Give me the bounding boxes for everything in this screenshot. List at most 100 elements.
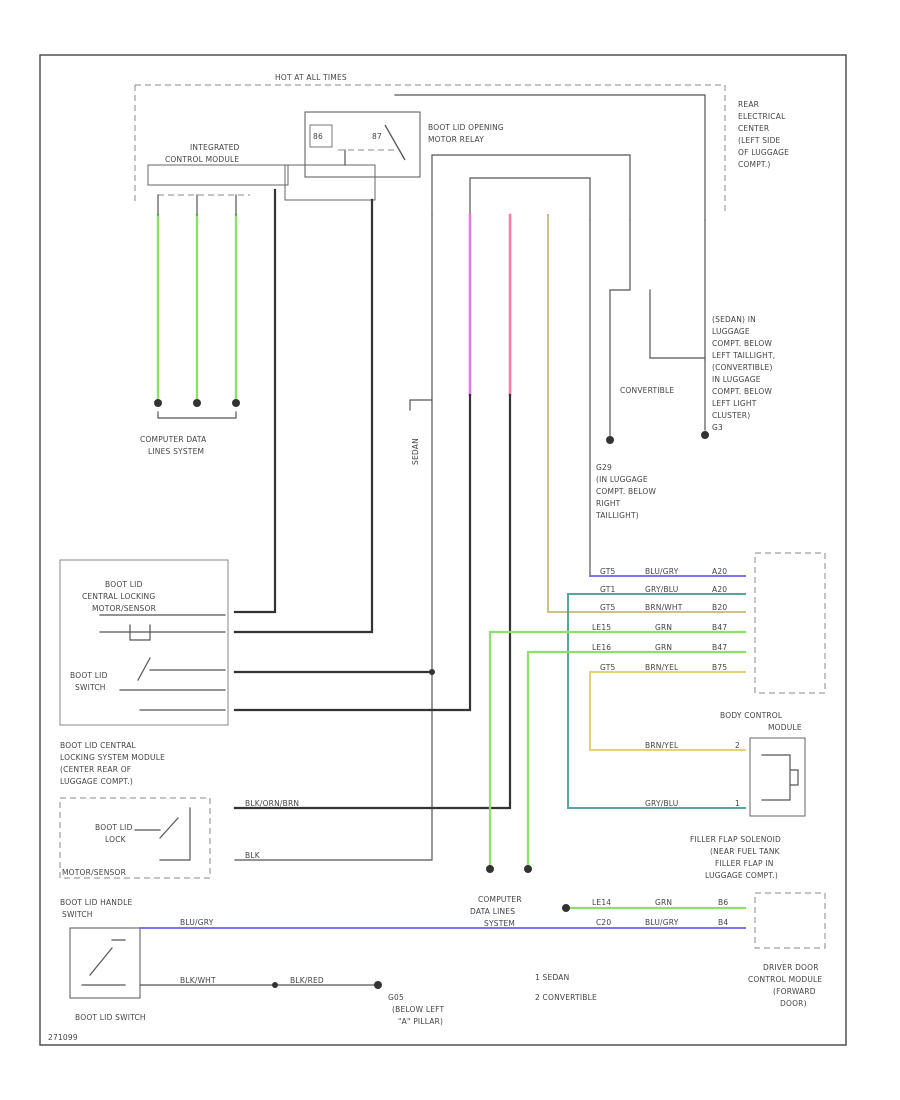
svg-text:FILLER FLAP IN: FILLER FLAP IN [715,859,774,868]
ground-splice-dot [272,982,278,988]
svg-text:CENTRAL LOCKING: CENTRAL LOCKING [82,592,155,601]
tan-wire [547,214,746,613]
data-lines-bottom-label: COMPUTER DATA LINES SYSTEM [470,895,522,928]
filler-teal-label: GRY/BLU [645,799,679,808]
bcm-green-wire-2 [526,650,747,867]
svg-text:(CENTER REAR OF: (CENTER REAR OF [60,765,131,774]
svg-text:LOCKING SYSTEM MODULE: LOCKING SYSTEM MODULE [60,753,165,762]
svg-text:(BELOW LEFT: (BELOW LEFT [392,1005,445,1014]
body-control-module-box [754,552,826,694]
filler-pin-1: 1 [735,799,740,808]
svg-text:"A" PILLAR): "A" PILLAR) [398,1017,443,1026]
ddcm-pin-c20: C20 [596,918,611,927]
svg-text:COMPT. BELOW: COMPT. BELOW [712,339,772,348]
rear-electrical-center-label: REAR ELECTRICAL CENTER (LEFT SIDE OF LUG… [738,100,789,169]
svg-text:(NEAR FUEL TANK: (NEAR FUEL TANK [710,847,781,856]
bcm-green-wire-1 [488,630,747,867]
svg-text:LOCK: LOCK [105,835,127,844]
hot-feed-label: HOT AT ALL TIMES [275,73,347,82]
pink-black-wire [233,393,512,810]
svg-text:CONTROL MODULE: CONTROL MODULE [748,975,822,984]
svg-text:BRN/YEL: BRN/YEL [645,663,679,672]
svg-text:LE15: LE15 [592,623,611,632]
svg-text:MODULE: MODULE [768,723,802,732]
sedan-bracket [409,399,433,411]
clsm-box [59,797,211,879]
icm-data-wire-stubs [157,194,237,216]
svg-text:GT5: GT5 [600,567,616,576]
svg-text:(LEFT SIDE: (LEFT SIDE [738,136,781,145]
svg-text:SWITCH: SWITCH [62,910,93,919]
ddcm-right-pin-1: B6 [718,898,728,907]
relay-output-wire [344,149,631,221]
svg-text:BRN/WHT: BRN/WHT [645,603,683,612]
g3-ground-symbol [701,431,709,439]
svg-text:86: 86 [313,132,323,141]
ddcm-pin-le14: LE14 [592,898,611,907]
filler-yellow-label: BRN/YEL [645,741,679,750]
hot-feed-wire [394,94,706,221]
svg-text:G05: G05 [388,993,404,1002]
handle-switch-contact [81,939,126,986]
ddcm-blue-label: BLU/GRY [645,918,679,927]
boot-lid-motor-sensor-box [59,559,229,726]
g05-ground-symbol [374,981,382,989]
filler-flap-label: FILLER FLAP SOLENOID (NEAR FUEL TANK FIL… [690,835,781,880]
svg-text:GT5: GT5 [600,663,616,672]
svg-text:GRN: GRN [655,643,672,652]
svg-text:SWITCH: SWITCH [75,683,106,692]
svg-text:SYSTEM: SYSTEM [484,919,515,928]
svg-text:BLU/GRY: BLU/GRY [645,567,679,576]
clsm-blk-label: BLK [245,851,261,860]
magenta-black-wire [233,393,472,712]
lock-switch-contact [134,807,191,861]
svg-text:LEFT LIGHT: LEFT LIGHT [712,399,757,408]
legend-convertible: 2 CONVERTIBLE [535,993,597,1002]
svg-text:(CONVERTIBLE): (CONVERTIBLE) [712,363,773,372]
svg-text:B47: B47 [712,623,727,632]
gray-wire [589,219,746,577]
legend-sedan: 1 SEDAN [535,973,569,982]
convertible-ground-wire [609,219,631,441]
svg-text:BOOT LID OPENING: BOOT LID OPENING [428,123,504,132]
g29-ground-label: G29 (IN LUGGAGE COMPT. BELOW RIGHT TAILL… [595,463,656,520]
svg-text:GT1: GT1 [600,585,616,594]
svg-text:COMPUTER: COMPUTER [478,895,522,904]
svg-text:IN LUGGAGE: IN LUGGAGE [712,375,761,384]
svg-text:REAR: REAR [738,100,759,109]
filler-flap-coil-icon [761,754,799,801]
sedan-ground-wire-right [649,289,706,359]
body-control-module-label: BODY CONTROL MODULE [720,711,802,732]
bcm-yellow-wire [589,671,746,751]
svg-text:MOTOR RELAY: MOTOR RELAY [428,135,484,144]
hot-feed-dashed-bus [134,84,726,215]
svg-text:BOOT LID CENTRAL: BOOT LID CENTRAL [60,741,137,750]
boot-lid-motor-sensor-label: BOOT LID CENTRAL LOCKING MOTOR/SENSOR [82,580,156,613]
filler-pin-2: 2 [735,741,740,750]
svg-text:BOOT LID HANDLE: BOOT LID HANDLE [60,898,132,907]
boot-lid-switch-inner-label: BOOT LID SWITCH [70,671,108,692]
icm-motor-wire [233,188,277,614]
data-lines-top-label-1: COMPUTER DATA [140,435,207,444]
g3-ground-label: (SEDAN) IN LUGGAGE COMPT. BELOW LEFT TAI… [712,315,775,432]
data-lines-brace [157,411,237,419]
svg-text:DRIVER DOOR: DRIVER DOOR [763,963,819,972]
bcm-teal-wire [567,593,746,809]
svg-text:LUGGAGE COMPT.): LUGGAGE COMPT.) [60,777,133,786]
boot-lid-handle-switch-label: BOOT LID HANDLE SWITCH [60,898,132,919]
svg-text:COMPT. BELOW: COMPT. BELOW [712,387,772,396]
handle-blue-label: BLU/GRY [180,918,214,927]
relay-motor-wire [233,198,374,634]
svg-text:B20: B20 [712,603,727,612]
svg-text:LUGGAGE COMPT.): LUGGAGE COMPT.) [705,871,778,880]
boot-lid-lock-label: BOOT LID LOCK [95,823,132,844]
filler-flap-solenoid-box [749,737,806,817]
svg-text:OF LUGGAGE: OF LUGGAGE [738,148,789,157]
svg-text:BOOT LID: BOOT LID [70,671,108,680]
ddcm-green-label: GRN [655,898,672,907]
svg-text:LEFT TAILLIGHT,: LEFT TAILLIGHT, [712,351,775,360]
sedan-label: SEDAN [411,438,420,465]
svg-text:(IN LUGGAGE: (IN LUGGAGE [596,475,648,484]
figure-id: 271099 [48,1033,78,1042]
